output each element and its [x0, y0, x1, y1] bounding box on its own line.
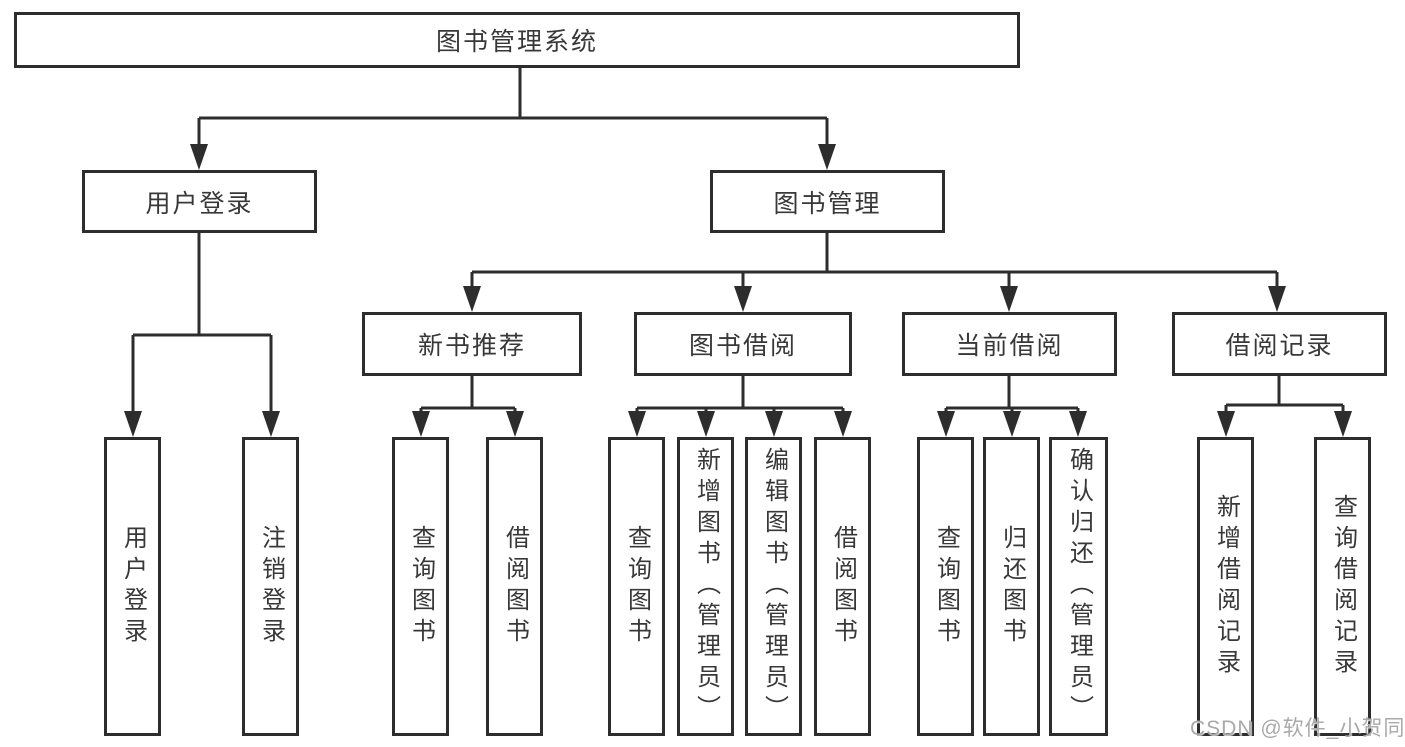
connector-book-management-split: [470, 233, 1279, 287]
leaf-query-books-recommend: 查询图书: [392, 437, 449, 736]
node-new-book-recommend: 新书推荐: [362, 312, 582, 376]
arrowheads: [124, 144, 1352, 437]
node-current-borrowing: 当前借阅: [902, 312, 1117, 376]
node-user-login: 用户登录: [82, 170, 317, 233]
leaf-borrow-books-recommend: 借阅图书: [486, 437, 543, 736]
connector-recommend-split: [419, 376, 517, 412]
leaf-logout: 注销登录: [242, 437, 299, 736]
leaf-add-books-admin: 新增图书（管理员）: [677, 437, 734, 736]
node-borrowing-records: 借阅记录: [1172, 312, 1387, 376]
connector-root-to-level2: [197, 68, 829, 145]
leaf-query-books-current: 查询图书: [917, 437, 974, 736]
connector-current-split: [944, 376, 1080, 412]
leaf-return-books: 归还图书: [983, 437, 1040, 736]
node-book-management: 图书管理: [710, 170, 945, 233]
leaf-user-login: 用户登录: [104, 437, 161, 736]
node-book-borrowing: 图书借阅: [634, 312, 852, 376]
connector-borrowing-split: [635, 376, 845, 412]
leaf-add-borrow-record: 新增借阅记录: [1197, 437, 1254, 736]
leaf-borrow-books-borrowing: 借阅图书: [814, 437, 871, 736]
connector-records-split: [1224, 376, 1345, 412]
leaf-query-borrow-record: 查询借阅记录: [1314, 437, 1371, 736]
leaf-query-books-borrowing: 查询图书: [608, 437, 665, 736]
csdn-watermark: CSDN @软件_小贺同学: [1190, 717, 1405, 740]
connector-user-login-split: [131, 233, 273, 412]
leaf-edit-books-admin: 编辑图书（管理员）: [745, 437, 802, 736]
node-root: 图书管理系统: [14, 12, 1020, 68]
leaf-confirm-return-admin: 确认归还（管理员）: [1049, 437, 1108, 736]
